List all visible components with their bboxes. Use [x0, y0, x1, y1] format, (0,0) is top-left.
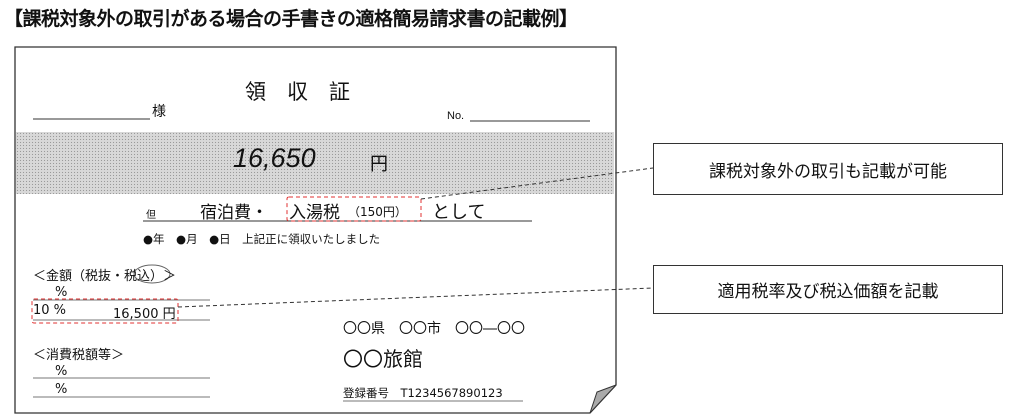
callout-non-taxable: 課税対象外の取引も記載が可能	[653, 143, 1003, 195]
circle-mark	[133, 264, 171, 284]
addressee-suffix: 様	[152, 104, 166, 120]
amount-label-prefix: ＜金額（税抜・	[33, 269, 125, 284]
number-label: No.	[447, 110, 465, 122]
amount-label-suffix: ）＞	[150, 269, 177, 284]
amount-total: 16,650	[233, 143, 316, 173]
purpose-main: 宿泊費・	[200, 203, 268, 223]
highlight-box-amount	[31, 298, 179, 324]
tax-row-rate: %	[55, 364, 68, 379]
amount-label-circled: 税込	[124, 269, 151, 284]
issuer-address: 〇〇県 〇〇市 〇〇―〇〇	[343, 321, 525, 337]
issuer-name: 〇〇旅館	[343, 347, 423, 371]
amount-band	[16, 132, 614, 194]
folded-corner	[589, 384, 617, 414]
receipt-title: 領 収 証	[245, 80, 350, 104]
connector-line	[420, 167, 654, 200]
page-heading: 【課税対象外の取引がある場合の手書きの適格簡易請求書の記載例】	[4, 8, 578, 30]
connector-line	[177, 287, 654, 308]
tadashi-label: 但	[146, 210, 156, 221]
amount-section-label: ＜金額（税抜・税込）＞	[33, 265, 176, 284]
registration-number: 登録番号 T1234567890123	[343, 386, 503, 400]
date-line: ●年 ●月 ●日 上記正に領収いたしました	[143, 232, 381, 246]
purpose-bathing-tax: 入湯税	[289, 203, 340, 223]
tax-row-rate: %	[55, 382, 68, 397]
tax-section-label: ＜消費税額等＞	[33, 348, 125, 363]
amount-row-rate: %	[55, 285, 68, 300]
callout-tax-rate: 適用税率及び税込価額を記載	[653, 265, 1003, 314]
amount-row-rate: 10 %	[33, 303, 67, 318]
purpose-suffix: として	[432, 202, 486, 223]
purpose-bathing-tax-amount: （150円）	[348, 205, 407, 219]
amount-row-value: 16,500 円	[113, 307, 176, 322]
amount-yen: 円	[370, 154, 388, 175]
highlight-box-bathing-tax	[286, 196, 422, 222]
